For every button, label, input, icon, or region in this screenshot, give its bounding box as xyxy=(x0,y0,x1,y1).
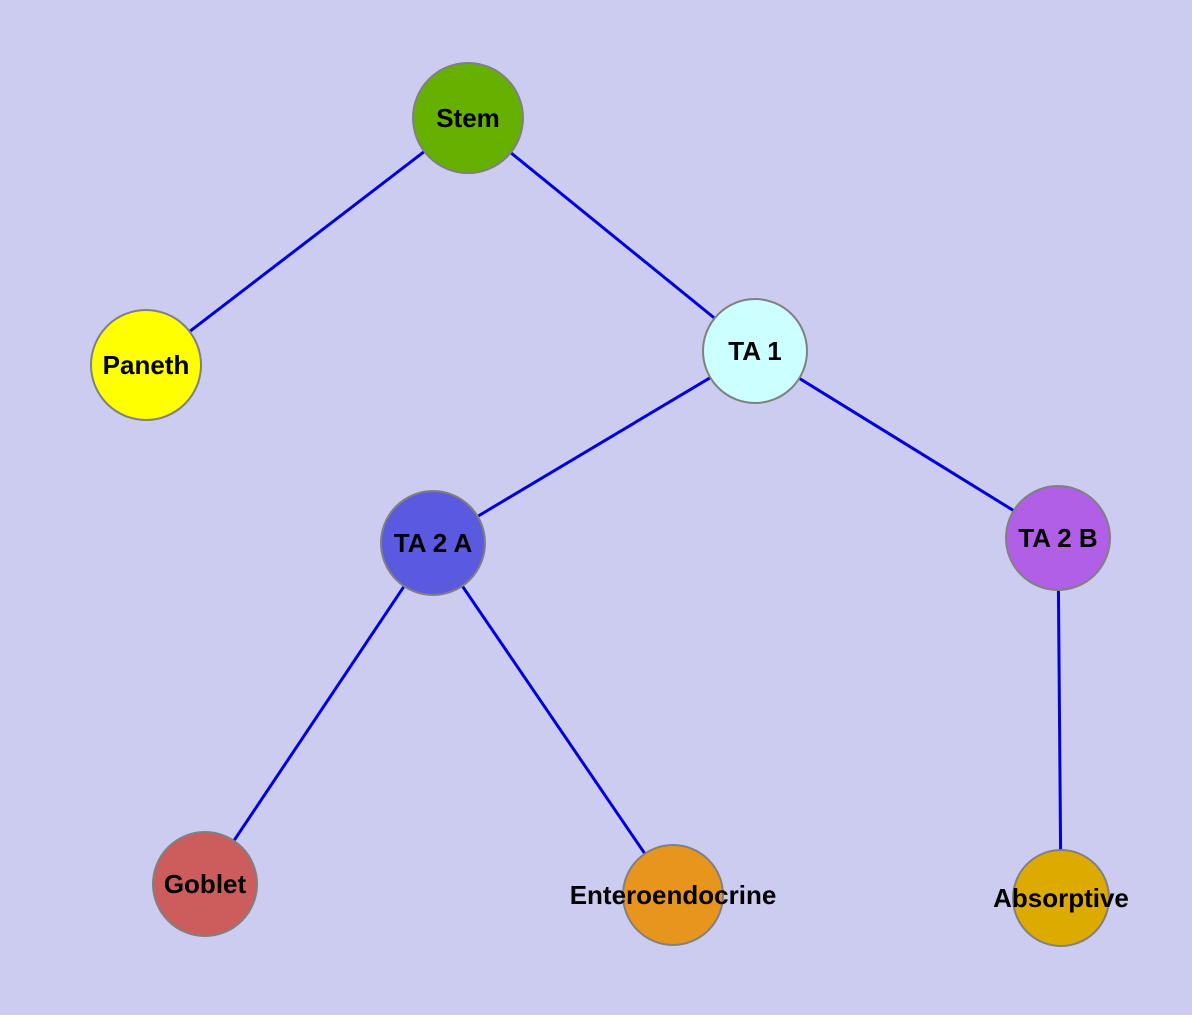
node-enteroendocrine[interactable] xyxy=(622,844,724,946)
edge-ta2a-enteroendocrine[interactable] xyxy=(431,542,675,896)
node-group-goblet: Goblet xyxy=(152,831,258,937)
edge-ta1-ta2b[interactable] xyxy=(754,349,1059,540)
node-group-stem: Stem xyxy=(412,62,524,174)
edge-stem-paneth[interactable] xyxy=(145,116,469,367)
node-group-paneth: Paneth xyxy=(90,309,202,421)
canvas-bottom-margin xyxy=(0,1015,1192,1023)
node-stem[interactable] xyxy=(412,62,524,174)
node-absorptive[interactable] xyxy=(1012,849,1110,947)
node-paneth[interactable] xyxy=(90,309,202,421)
node-group-ta1: TA 1 xyxy=(702,298,808,404)
edge-ta2a-goblet[interactable] xyxy=(203,542,435,885)
node-group-ta2b: TA 2 B xyxy=(1005,485,1111,591)
node-ta2a[interactable] xyxy=(380,490,486,596)
node-group-ta2a: TA 2 A xyxy=(380,490,486,596)
node-goblet[interactable] xyxy=(152,831,258,937)
edge-ta1-ta2a[interactable] xyxy=(432,349,756,545)
edges-layer xyxy=(145,116,1063,899)
node-ta2b[interactable] xyxy=(1005,485,1111,591)
edge-stem-ta1[interactable] xyxy=(467,116,756,353)
node-ta1[interactable] xyxy=(702,298,808,404)
edge-ta2b-absorptive[interactable] xyxy=(1056,537,1063,899)
